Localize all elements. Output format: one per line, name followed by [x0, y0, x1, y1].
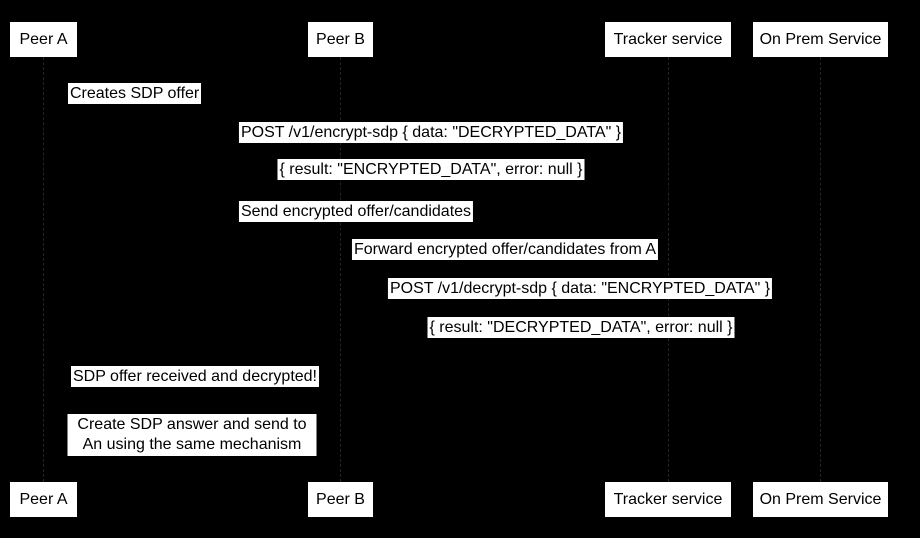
actor-on-prem-service-top: On Prem Service	[753, 22, 888, 57]
actor-label: On Prem Service	[759, 30, 882, 48]
message-send-encrypted-offer: Send encrypted offer/candidates	[238, 201, 474, 222]
message-sdp-offer-received: SDP offer received and decrypted!	[71, 366, 319, 387]
message-forward-encrypted-offer: Forward encrypted offer/candidates from …	[351, 239, 659, 260]
message-creates-sdp-offer: Creates SDP offer	[68, 83, 202, 104]
lifeline-peer-b	[340, 57, 341, 482]
actor-on-prem-service-bottom: On Prem Service	[753, 482, 888, 517]
lifeline-on-prem-service	[820, 57, 821, 482]
actor-peer-b-bottom: Peer B	[308, 482, 373, 517]
actor-label: Peer B	[316, 30, 365, 48]
message-encrypted-data-result: { result: "ENCRYPTED_DATA", error: null …	[277, 159, 585, 180]
actor-peer-b-top: Peer B	[308, 22, 373, 57]
arrow-on-prem-to-peer-b-decrypted-result	[341, 346, 820, 347]
lifeline-tracker-service	[668, 57, 669, 482]
message-create-sdp-answer: Create SDP answer and send to An using t…	[67, 414, 317, 456]
actor-label: Peer B	[316, 490, 365, 508]
message-decrypted-data-result: { result: "DECRYPTED_DATA", error: null …	[427, 317, 735, 338]
message-post-decrypt-sdp: POST /v1/decrypt-sdp { data: "ENCRYPTED_…	[387, 278, 773, 299]
arrow-peer-b-to-peer-a-offer-received	[44, 395, 340, 396]
arrow-on-prem-to-peer-a-encrypted-result	[44, 189, 820, 190]
arrow-peer-a-to-on-prem-encrypt	[44, 151, 820, 152]
arrow-peer-a-to-tracker-send-offer	[44, 230, 668, 231]
actor-label: On Prem Service	[759, 490, 882, 508]
arrow-peer-b-to-on-prem-decrypt	[341, 307, 820, 308]
message-post-encrypt-sdp: POST /v1/encrypt-sdp { data: "DECRYPTED_…	[238, 122, 624, 143]
arrow-peer-b-to-peer-a-create-answer	[44, 463, 340, 464]
actor-tracker-service-bottom: Tracker service	[605, 482, 731, 517]
actor-label: Peer A	[19, 30, 68, 48]
actor-label: Tracker service	[613, 30, 723, 48]
lifeline-peer-a	[43, 57, 44, 482]
actor-label: Tracker service	[613, 490, 723, 508]
actor-peer-a-bottom: Peer A	[10, 482, 77, 517]
arrow-tracker-to-peer-b-forward-offer	[341, 268, 668, 269]
arrow-self-creates-sdp-offer	[43, 110, 73, 111]
actor-tracker-service-top: Tracker service	[605, 22, 731, 57]
actor-label: Peer A	[19, 490, 68, 508]
actor-peer-a-top: Peer A	[10, 22, 77, 57]
